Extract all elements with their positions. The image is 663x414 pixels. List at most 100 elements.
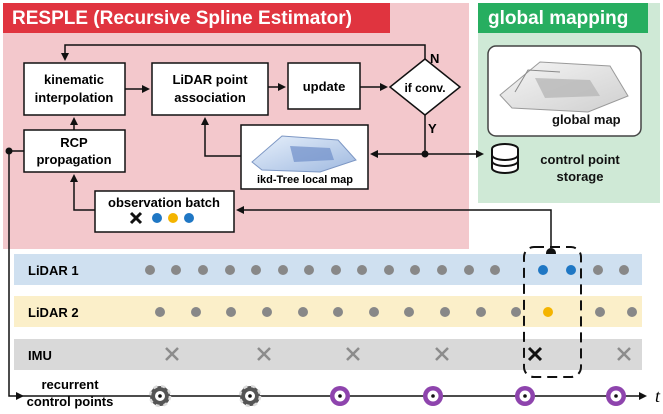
lidar2-sample-dot bbox=[627, 307, 637, 317]
lidar1-sample-dot bbox=[619, 265, 629, 275]
yes-label: Y bbox=[428, 121, 437, 136]
sensor-row-imu: IMU bbox=[14, 339, 642, 370]
arrow-obs-to-rcp bbox=[70, 174, 95, 211]
kinematic-label-1: kinematic bbox=[44, 72, 104, 87]
recurrent-control-point-ring bbox=[148, 384, 172, 408]
lidar2-sample-dot bbox=[440, 307, 450, 317]
lidar2-sample-dot bbox=[226, 307, 236, 317]
ikd-tree-image bbox=[251, 135, 357, 173]
lidar2-sample-dot bbox=[298, 307, 308, 317]
if-conv-label: if conv. bbox=[404, 81, 445, 95]
storage-label-1: control point bbox=[540, 152, 620, 167]
imu-sample-cross-icon bbox=[257, 347, 271, 361]
lidar2-sample-dot bbox=[191, 307, 201, 317]
arrow-ikd-to-assoc bbox=[201, 117, 241, 157]
lidar1-sample-dot bbox=[593, 265, 603, 275]
sensor-label-imu: IMU bbox=[28, 348, 52, 363]
control-point-center bbox=[158, 394, 162, 398]
junction-dot bbox=[421, 150, 429, 158]
kinematic-label-2: interpolation bbox=[35, 90, 114, 105]
lidar1-sample-dot bbox=[171, 265, 181, 275]
lidar1-sample-dot bbox=[437, 265, 447, 275]
global-panel: global mapping global map control point … bbox=[478, 3, 660, 203]
control-point-center bbox=[248, 394, 252, 398]
lidar2-sample-dot bbox=[543, 307, 553, 317]
resple-title-bar bbox=[3, 3, 390, 33]
batch-selection-box bbox=[523, 246, 582, 378]
lidar-association-label-2: association bbox=[174, 90, 246, 105]
sensor-label-lidar1: LiDAR 1 bbox=[28, 263, 79, 278]
flow-arrows bbox=[8, 44, 552, 400]
ikd-tree-box: ikd-Tree local map bbox=[240, 124, 369, 190]
lidar2-sample-dot bbox=[595, 307, 605, 317]
lidar1-sample-dot bbox=[538, 265, 548, 275]
lidar1-sample-dot bbox=[198, 265, 208, 275]
imu-sample-cross-icon bbox=[165, 347, 179, 361]
update-label: update bbox=[303, 79, 346, 94]
global-title: global mapping bbox=[488, 8, 628, 29]
lidar1-sample-dot bbox=[145, 265, 155, 275]
imu-sample-cross-icon bbox=[346, 347, 360, 361]
lidar1-sample-dot bbox=[490, 265, 500, 275]
arrow-rcp-to-recurrent bbox=[8, 150, 24, 400]
lidar1-sample-dot bbox=[251, 265, 261, 275]
recurrent-label-1: recurrent bbox=[41, 377, 99, 392]
arrow-conv-no-loop bbox=[61, 44, 426, 61]
lidar1-sample-dot bbox=[331, 265, 341, 275]
observation-blue-dot bbox=[184, 213, 194, 223]
global-title-bar bbox=[478, 3, 648, 33]
resple-panel: RESPLE (Recursive Spline Estimator) bbox=[3, 3, 469, 249]
observation-yellow-dot bbox=[168, 213, 178, 223]
imu-sample-cross-icon bbox=[527, 346, 543, 362]
lidar2-sample-dot bbox=[155, 307, 165, 317]
observation-imu-cross-icon bbox=[129, 211, 143, 225]
lidar1-sample-dot bbox=[464, 265, 474, 275]
storage-label-2: storage bbox=[557, 169, 604, 184]
junction-dot bbox=[5, 147, 13, 155]
rcp-label-1: RCP bbox=[60, 135, 88, 150]
if-conv-diamond: if conv. bbox=[388, 58, 462, 116]
arrow-batch-to-obs bbox=[236, 206, 552, 247]
ikd-tree-label: ikd-Tree local map bbox=[257, 174, 353, 186]
recurrent-label-2: control points bbox=[27, 394, 114, 409]
imu-sample-cross-icon bbox=[617, 347, 631, 361]
lidar2-sample-dot bbox=[369, 307, 379, 317]
resple-background bbox=[3, 3, 469, 249]
update-box: update bbox=[287, 62, 361, 110]
lidar-association-label-1: LiDAR point bbox=[172, 72, 248, 87]
resple-title: RESPLE (Recursive Spline Estimator) bbox=[12, 8, 352, 29]
sensor-row-lidar1: LiDAR 1 bbox=[14, 254, 642, 285]
lidar1-sample-dot bbox=[566, 265, 576, 275]
lidar1-sample-dot bbox=[357, 265, 367, 275]
control-point-center bbox=[431, 394, 435, 398]
lidar2-sample-dot bbox=[262, 307, 272, 317]
timeline: t recurrent control points bbox=[22, 377, 661, 409]
global-map-label: global map bbox=[552, 112, 621, 127]
control-point-center bbox=[338, 394, 342, 398]
lidar1-sample-dot bbox=[225, 265, 235, 275]
lidar1-sample-dot bbox=[410, 265, 420, 275]
no-label: N bbox=[430, 51, 439, 66]
global-map-image bbox=[499, 61, 629, 113]
lidar2-sample-dot bbox=[404, 307, 414, 317]
rcp-box: RCP propagation bbox=[23, 129, 126, 173]
observation-blue-dot bbox=[152, 213, 162, 223]
observation-batch-label: observation batch bbox=[108, 195, 220, 210]
kinematic-box: kinematic interpolation bbox=[23, 62, 126, 116]
sensor-row-lidar2: LiDAR 2 bbox=[14, 296, 642, 327]
imu-sample-cross-icon bbox=[435, 347, 449, 361]
sensor-label-lidar2: LiDAR 2 bbox=[28, 305, 79, 320]
lidar2-sample-dot bbox=[476, 307, 486, 317]
lidar1-sample-dot bbox=[304, 265, 314, 275]
rcp-label-2: propagation bbox=[36, 152, 111, 167]
lidar2-sample-dot bbox=[333, 307, 343, 317]
recurrent-control-point-ring bbox=[238, 384, 262, 408]
database-icon bbox=[491, 143, 519, 174]
lidar1-sample-dot bbox=[384, 265, 394, 275]
time-axis-label: t bbox=[655, 386, 661, 406]
lidar1-sample-dot bbox=[278, 265, 288, 275]
lidar-association-box: LiDAR point association bbox=[151, 62, 269, 116]
lidar2-sample-dot bbox=[511, 307, 521, 317]
control-point-center bbox=[614, 394, 618, 398]
